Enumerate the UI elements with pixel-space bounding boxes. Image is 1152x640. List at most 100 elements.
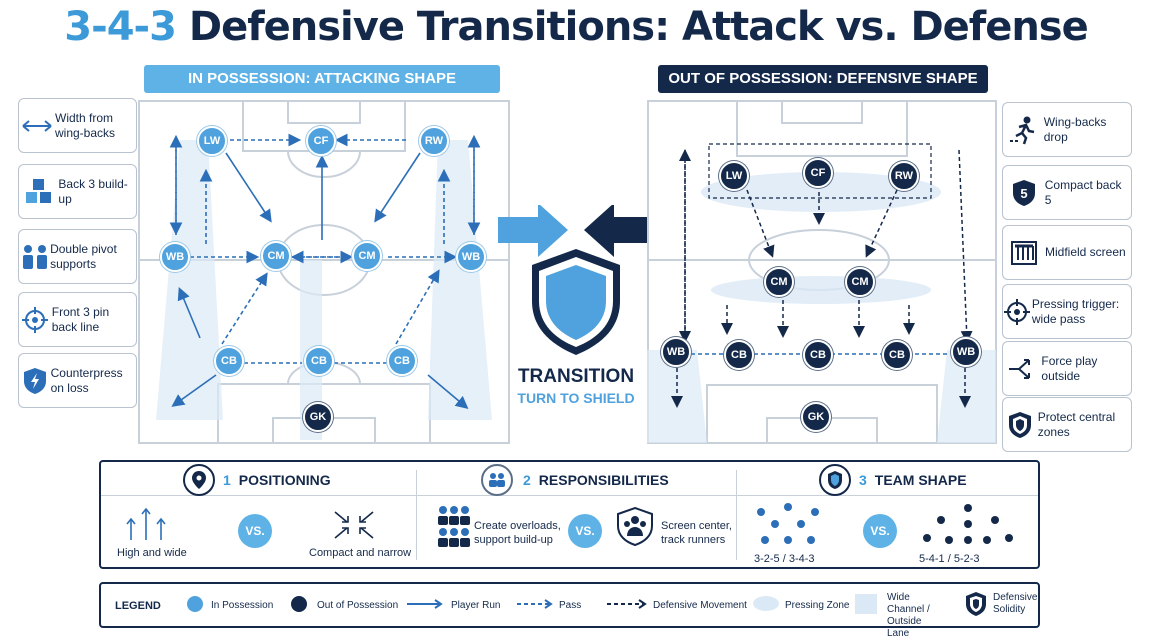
- title-formation: 3-4-3: [64, 4, 177, 50]
- transition-title: TRANSITION: [517, 366, 635, 387]
- legend-title: LEGEND: [115, 600, 161, 612]
- card-pressing-trigger: Pressing trigger: wide pass: [1002, 284, 1132, 339]
- card-front3: Front 3 pin back line: [18, 292, 137, 347]
- player-cb2-in: CB: [304, 346, 334, 376]
- section-number: 3: [859, 472, 867, 488]
- player-cb1-in: CB: [214, 346, 244, 376]
- section-left-caption: High and wide: [117, 547, 187, 559]
- comparison-panel: 1 POSITIONING High and wide VS. Compact a…: [99, 460, 1040, 569]
- section-number: 1: [223, 472, 231, 488]
- crosshair-icon: [19, 306, 52, 334]
- section-number: 2: [523, 472, 531, 488]
- upward-arrows-icon: [126, 507, 166, 540]
- legend: LEGEND In Possession Out of Possession P…: [99, 582, 1040, 639]
- legend-pass: Pass: [559, 600, 582, 611]
- legend-defensive-arrow-icon: [607, 599, 647, 609]
- section-left-caption: 3-2-5 / 3-4-3: [754, 553, 815, 565]
- shield-icon: [819, 464, 851, 496]
- card-label: Width from wing-backs: [55, 110, 116, 140]
- legend-defensive-solidity: Defensive Solidity: [993, 592, 1038, 615]
- section-right-caption: 5-4-1 / 5-2-3: [919, 553, 980, 565]
- player-cm1-in: CM: [261, 241, 291, 271]
- player-cf-out: CF: [803, 158, 833, 188]
- player-cb2-out: CB: [803, 340, 833, 370]
- card-compact-back5: 5 Compact back 5: [1002, 165, 1132, 220]
- player-wb-left-out: WB: [661, 337, 691, 367]
- section-right-caption: Screen center, track runners: [661, 520, 732, 546]
- card-label: Compact back 5: [1044, 177, 1122, 207]
- vs-badge: VS.: [238, 514, 272, 548]
- running-person-icon: [1003, 115, 1044, 145]
- player-gk-out: GK: [801, 402, 831, 432]
- card-label: Back 3 build-up: [58, 176, 128, 206]
- transition-shield-graphic: [498, 205, 654, 355]
- two-people-icon: [19, 243, 50, 271]
- legend-pass-arrow-icon: [517, 599, 553, 609]
- card-label: Midfield screen: [1045, 245, 1126, 259]
- grid-screen-icon: [1003, 240, 1045, 266]
- legend-pressing-zone: Pressing Zone: [785, 600, 850, 611]
- legend-in-dot: [187, 596, 203, 612]
- out-of-possession-banner: OUT OF POSSESSION: DEFENSIVE SHAPE: [658, 65, 988, 93]
- legend-in-possession: In Possession: [211, 600, 274, 611]
- section-title: TEAM SHAPE: [874, 472, 967, 488]
- player-cb1-out: CB: [724, 340, 754, 370]
- lightning-shield-icon: [19, 366, 51, 396]
- player-cb3-in: CB: [387, 346, 417, 376]
- card-label: Front 3 pin back line: [51, 304, 110, 334]
- card-double-pivot: Double pivot supports: [18, 229, 137, 284]
- card-label: Pressing trigger: wide pass: [1031, 296, 1120, 326]
- card-label: Wing-backs drop: [1043, 114, 1107, 144]
- legend-player-run: Player Run: [451, 600, 501, 611]
- player-lw-in: LW: [197, 126, 227, 156]
- legend-out-possession: Out of Possession: [317, 600, 399, 611]
- player-lw-out: LW: [719, 161, 749, 191]
- transition-subtitle: TURN TO SHIELD: [517, 390, 635, 406]
- player-cm1-out: CM: [764, 267, 794, 297]
- people-group-icon: [438, 506, 470, 547]
- legend-out-dot: [291, 596, 307, 612]
- legend-run-arrow-icon: [407, 599, 443, 609]
- player-cm2-in: CM: [352, 241, 382, 271]
- vs-badge: VS.: [863, 514, 897, 548]
- player-rw-out: RW: [889, 161, 919, 191]
- inward-arrows-icon: [334, 511, 374, 539]
- card-force-outside: Force play outside: [1002, 341, 1132, 396]
- crosshair-icon: [1003, 298, 1032, 326]
- player-cf-in: CF: [306, 126, 336, 156]
- title-text: Defensive Transitions: Attack vs. Defens…: [188, 4, 1089, 50]
- player-rw-in: RW: [419, 126, 449, 156]
- legend-wide-channel: Wide Channel / Outside Lane: [887, 592, 930, 639]
- card-label: Counterpress on loss: [50, 365, 123, 395]
- card-label: Double pivot supports: [50, 241, 117, 271]
- player-gk-in: GK: [303, 402, 333, 432]
- legend-shield-icon: [966, 592, 986, 616]
- card-protect-central: Protect central zones: [1002, 397, 1132, 452]
- card-back3: Back 3 build-up: [18, 164, 137, 219]
- formation-343-dots: [757, 503, 819, 544]
- card-width-wingbacks: Width from wing-backs: [18, 98, 137, 153]
- cubes-icon: [19, 177, 58, 207]
- card-label: Force play outside: [1041, 353, 1098, 383]
- player-cm2-out: CM: [845, 267, 875, 297]
- player-wb-left-in: WB: [160, 242, 190, 272]
- player-wb-right-out: WB: [951, 337, 981, 367]
- section-title: POSITIONING: [238, 472, 331, 488]
- shield-icon: [1003, 411, 1038, 439]
- map-pin-icon: [183, 464, 215, 496]
- double-arrow-icon: [19, 119, 55, 133]
- defensive-pitch: [647, 100, 997, 444]
- page-title: 3-4-3 Defensive Transitions: Attack vs. …: [0, 4, 1152, 50]
- group-icon: [481, 464, 513, 496]
- section-right-caption: Compact and narrow: [309, 547, 412, 559]
- legend-wide-channel-swatch: [855, 594, 877, 614]
- card-midfield-screen: Midfield screen: [1002, 225, 1132, 280]
- formation-541-dots: [923, 504, 1013, 544]
- card-wingbacks-drop: Wing-backs drop: [1002, 102, 1132, 157]
- card-label: Protect central zones: [1037, 409, 1116, 439]
- player-wb-right-in: WB: [456, 242, 486, 272]
- card-counterpress: Counterpress on loss: [18, 353, 137, 408]
- player-cb3-out: CB: [882, 340, 912, 370]
- five-shield-icon: 5: [1003, 179, 1045, 207]
- shield-team-icon: [617, 506, 653, 546]
